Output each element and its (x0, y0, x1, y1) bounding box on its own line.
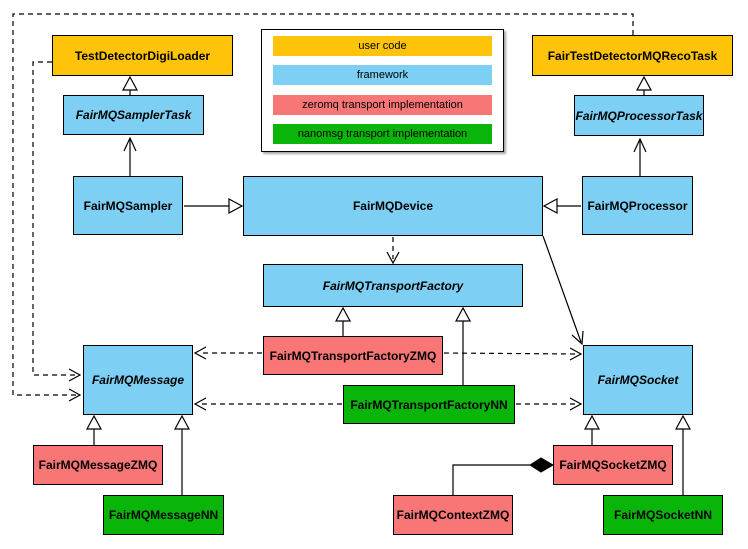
edge-tfnn-transportfactory (454, 306, 472, 385)
node-fairmq-processor-task: FairMQProcessorTask (574, 95, 704, 136)
node-fairmq-socket-nn: FairMQSocketNN (603, 495, 723, 535)
node-test-detector-digi-loader: TestDetectorDigiLoader (52, 35, 233, 76)
node-fairmq-device: FairMQDevice (243, 176, 543, 236)
node-fairmq-sampler: FairMQSampler (73, 176, 183, 235)
edge-contextzmq-socketzmq (452, 457, 554, 495)
node-fairmq-context-zmq: FairMQContextZMQ (393, 495, 513, 535)
edge-tfnn-message (193, 397, 342, 411)
legend-item-nanomsg: nanomsg transport implementation (273, 123, 492, 144)
edge-socketnn-socket (674, 414, 692, 495)
node-fairmq-processor: FairMQProcessor (582, 176, 693, 235)
edge-tfzmq-message (193, 346, 262, 360)
node-fair-test-detector-mq-reco-task: FairTestDetectorMQRecoTask (532, 35, 733, 76)
edge-sampler-samplertask (123, 136, 137, 176)
edge-device-socket (542, 235, 584, 346)
edge-messagezmq-message (85, 414, 103, 445)
legend-item-zeromq: zeromq transport implementation (273, 94, 492, 115)
node-fairmq-transport-factory-nn: FairMQTransportFactoryNN (343, 385, 515, 424)
edge-tfzmq-transportfactory (334, 306, 352, 336)
edge-tfnn-socket (516, 397, 583, 411)
node-fairmq-transport-factory-zmq: FairMQTransportFactoryZMQ (263, 336, 443, 375)
node-fairmq-transport-factory: FairMQTransportFactory (263, 264, 523, 307)
edge-messagenn-message (173, 414, 191, 495)
edge-processortask-recotask (635, 75, 653, 95)
edge-device-transportfactory (386, 237, 400, 265)
edge-socketzmq-socket (583, 414, 601, 445)
node-fairmq-message-nn: FairMQMessageNN (103, 495, 224, 535)
legend-item-framework: framework (273, 65, 492, 86)
edge-processor-processortask (633, 137, 647, 176)
node-fairmq-socket: FairMQSocket (583, 345, 693, 415)
edge-sampler-device (184, 197, 244, 215)
edge-samplertask-digiloader (121, 75, 139, 95)
edge-processor-device (542, 197, 581, 215)
legend-item-user-code: user code (273, 36, 492, 56)
node-fairmq-socket-zmq: FairMQSocketZMQ (553, 445, 673, 485)
edge-tfzmq-socket (443, 347, 583, 361)
node-fairmq-sampler-task: FairMQSamplerTask (63, 95, 204, 135)
node-fairmq-message: FairMQMessage (83, 345, 193, 415)
node-fairmq-message-zmq: FairMQMessageZMQ (33, 445, 163, 485)
legend: user code framework zeromq transport imp… (261, 29, 504, 152)
